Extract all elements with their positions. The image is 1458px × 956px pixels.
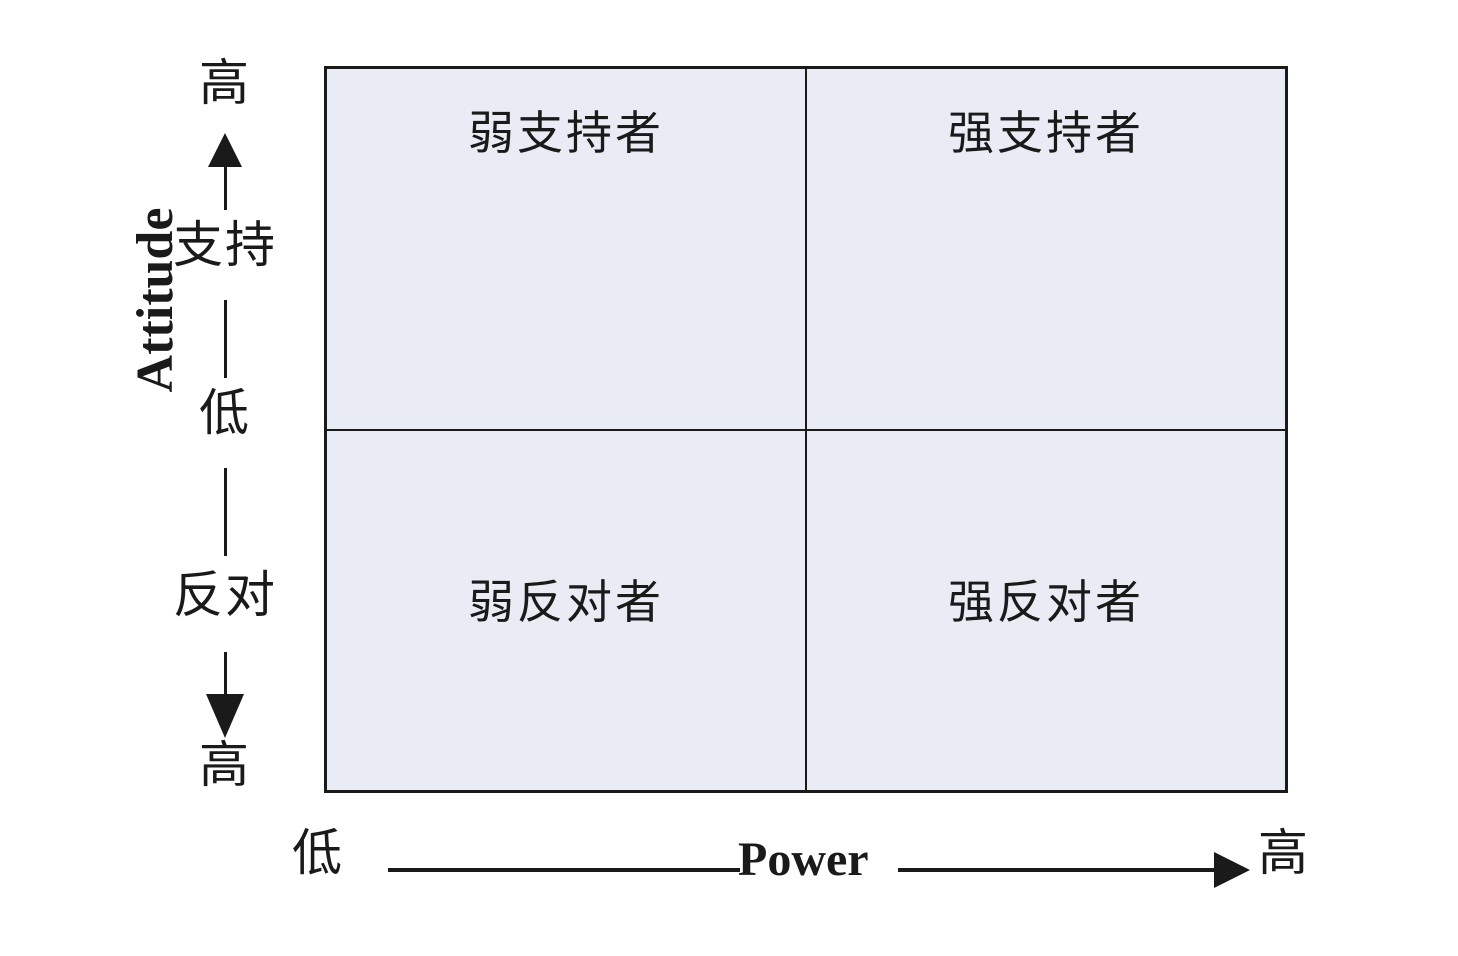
y-axis-tick-support: 支持 bbox=[173, 216, 277, 274]
arrow-right-icon bbox=[1214, 852, 1250, 888]
y-axis-tick-low: 低 bbox=[199, 384, 251, 442]
arrow-down-icon bbox=[206, 694, 244, 738]
quadrant-label: 强反对者 bbox=[948, 575, 1144, 630]
quadrant-weak-supporter[interactable]: 弱支持者 bbox=[327, 69, 806, 430]
quadrant-label: 弱反对者 bbox=[468, 575, 664, 630]
x-axis-title: Power bbox=[738, 833, 869, 886]
y-axis-line-segment-2 bbox=[224, 300, 227, 378]
y-axis-line-segment-3 bbox=[224, 468, 227, 556]
quadrant-matrix: 弱支持者 强支持者 弱反对者 强反对者 bbox=[324, 66, 1288, 793]
quadrant-label: 弱支持者 bbox=[468, 105, 664, 160]
x-axis-tick-high: 高 bbox=[1258, 824, 1308, 882]
quadrant-strong-opponent[interactable]: 强反对者 bbox=[806, 429, 1285, 790]
x-axis-line-segment-left bbox=[388, 868, 740, 872]
quadrant-weak-opponent[interactable]: 弱反对者 bbox=[327, 429, 806, 790]
y-axis-tick-oppose: 反对 bbox=[173, 566, 277, 624]
quadrant-label: 强支持者 bbox=[948, 105, 1144, 160]
x-axis-line-segment-right bbox=[898, 868, 1216, 872]
y-axis-tick-high-top: 高 bbox=[199, 54, 251, 112]
x-axis-tick-low: 低 bbox=[292, 824, 342, 882]
quadrant-strong-supporter[interactable]: 强支持者 bbox=[806, 69, 1285, 430]
y-axis-line-segment-1 bbox=[224, 158, 227, 210]
y-axis-tick-high-bottom: 高 bbox=[199, 736, 251, 794]
y-axis-line-segment-4 bbox=[224, 652, 227, 700]
